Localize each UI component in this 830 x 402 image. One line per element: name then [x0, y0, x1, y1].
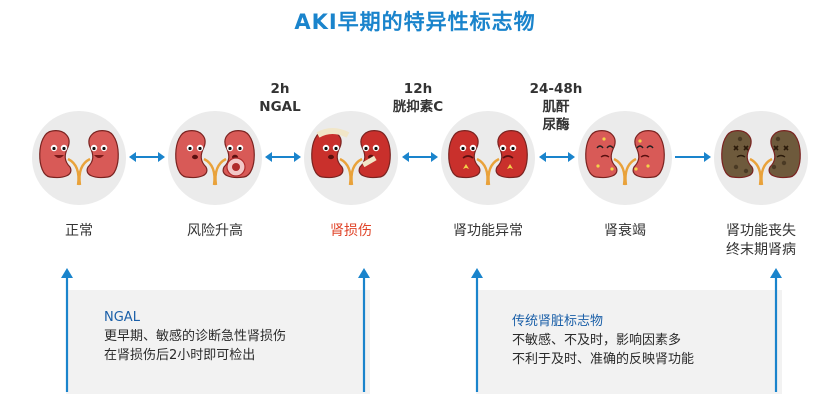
marker-name: 肌酐	[542, 99, 570, 115]
traditional-panel-text: 传统肾脏标志物 不敏感、不及时，影响因素多 不利于及时、准确的反映肾功能	[512, 312, 694, 369]
stage-risk-illustration	[168, 111, 262, 205]
traditional-panel-title: 传统肾脏标志物	[512, 314, 604, 329]
stage-label-injury: 肾损伤	[330, 223, 372, 239]
stage-label-loss-line2: 终末期肾病	[726, 242, 796, 258]
up-arrow-icon	[61, 268, 73, 392]
ngal-panel-line: 在肾损伤后2小时即可检出	[104, 348, 256, 363]
right-arrow-icon	[675, 152, 711, 162]
marker-name-2: 尿酶	[542, 117, 570, 133]
stage-injury-illustration	[304, 111, 398, 205]
stage-normal-illustration	[32, 111, 126, 205]
stage-label-dysfunction: 肾功能异常	[453, 223, 523, 239]
double-arrow-icon	[539, 152, 575, 162]
up-arrow-icon	[770, 268, 782, 392]
stage-label-risk: 风险升高	[187, 223, 243, 239]
double-arrow-icon	[265, 152, 301, 162]
traditional-panel-line: 不敏感、不及时，影响因素多	[512, 333, 682, 348]
diagram-title: AKI早期的特异性标志物	[294, 10, 536, 34]
traditional-panel-line: 不利于及时、准确的反映肾功能	[512, 352, 695, 367]
marker-time: 12h	[403, 81, 433, 97]
stage-dysfunction-illustration	[441, 111, 535, 205]
ngal-panel	[66, 290, 370, 394]
stage-loss-illustration	[714, 111, 808, 205]
stage-label-loss-line1: 肾功能丧失	[726, 223, 796, 239]
marker-ngal: 2h NGAL	[235, 80, 325, 116]
marker-time: 2h	[270, 81, 290, 97]
ngal-panel-title: NGAL	[104, 310, 140, 325]
stage-label-normal: 正常	[65, 223, 93, 239]
ngal-panel-text: NGAL 更早期、敏感的诊断急性肾损伤 在肾损伤后2小时即可检出	[104, 308, 286, 365]
up-arrow-icon	[358, 268, 370, 392]
stage-failure-illustration	[578, 111, 672, 205]
marker-name: NGAL	[259, 99, 301, 115]
marker-name: 胱抑素C	[392, 99, 444, 115]
up-arrow-icon	[471, 268, 483, 392]
marker-time: 24-48h	[529, 81, 583, 97]
double-arrow-icon	[129, 152, 165, 162]
marker-creatinine: 24-48h 肌酐 尿酶	[511, 80, 601, 134]
stage-label-failure: 肾衰竭	[604, 223, 646, 239]
stage-label-loss: 肾功能丧失 终末期肾病	[706, 222, 816, 260]
traditional-marker-panel	[476, 290, 782, 394]
ngal-panel-line: 更早期、敏感的诊断急性肾损伤	[104, 329, 287, 344]
marker-cystatin-c: 12h 胱抑素C	[373, 80, 463, 116]
double-arrow-icon	[402, 152, 438, 162]
